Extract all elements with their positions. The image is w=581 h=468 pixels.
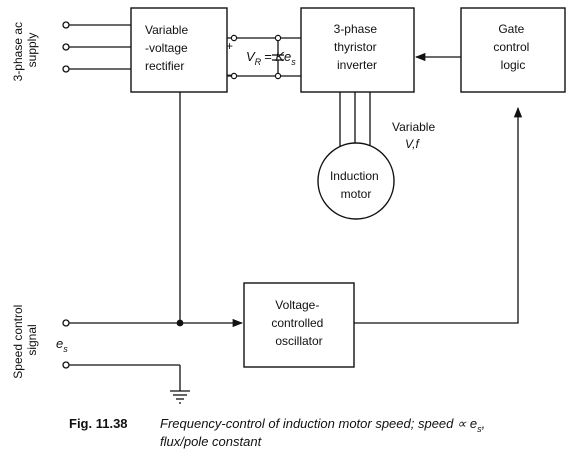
speed-signal-label: Speed control signal [11, 301, 39, 378]
inverter-block [300, 7, 415, 93]
rectifier-label: Variable -voltage rectifier [145, 23, 191, 73]
es-label: es [56, 336, 68, 354]
dc-minus: − [226, 68, 233, 82]
vco-label: Voltage- controlled oscillator [271, 298, 326, 348]
output-label: Variable V,f [392, 120, 438, 151]
motor-label: Induction motor [330, 169, 382, 201]
caption-line-2: flux/pole constant [160, 434, 263, 449]
vco-to-gate-arrow [354, 106, 523, 324]
gate-logic-block [460, 7, 566, 93]
rectifier-block [130, 7, 228, 93]
caption-line-1: Frequency-control of induction motor spe… [160, 416, 485, 434]
ground-icon [170, 390, 190, 404]
induction-motor [317, 142, 395, 220]
dc-plus: + [226, 39, 233, 53]
supply-terminals [62, 21, 131, 73]
gate-logic-label: Gate control logic [493, 22, 532, 72]
figure-number: Fig. 11.38 [69, 416, 128, 431]
supply-label: 3-phase ac supply [11, 19, 39, 82]
vco-block [243, 282, 355, 368]
vr-equation: VR= Kes [246, 49, 296, 67]
dc-link [227, 34, 301, 80]
speed-input-terminals [62, 318, 244, 391]
inverter-label: 3-phase thyristor inverter [334, 22, 381, 72]
